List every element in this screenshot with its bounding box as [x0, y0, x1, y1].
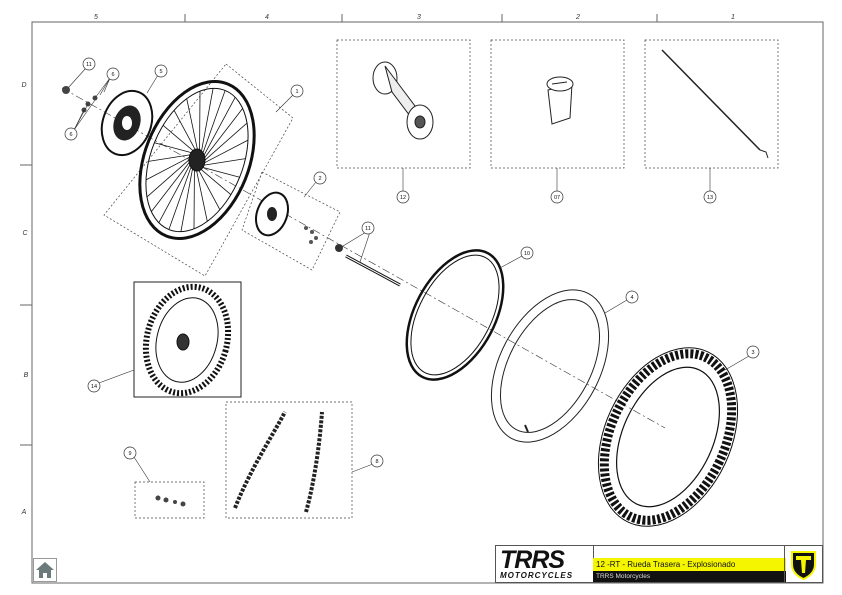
trrs-logo: TRRS MOTORCYCLES: [496, 546, 594, 582]
spoke-nipple: [546, 76, 574, 125]
wheel-spoke: [145, 156, 191, 181]
detail-box-chain: [225, 401, 353, 519]
rear-wheel: [138, 80, 256, 240]
callout-number: 12: [400, 195, 406, 201]
callout-number: 2: [318, 176, 321, 182]
home-button[interactable]: [33, 558, 57, 582]
callout-number: 4: [630, 295, 633, 301]
chain: [233, 411, 324, 513]
detail-box-wheel: [103, 63, 294, 277]
callout-circle: [123, 446, 137, 460]
wheel-spoke: [186, 98, 199, 152]
leader-lines: [67, 67, 750, 483]
drawing-title: 12 -RT - Rueda Trasera - Explosionado: [593, 558, 786, 571]
wheel-spoke: [202, 158, 246, 166]
callout-circle: [703, 190, 717, 204]
detail-box-assembled-wheel: [133, 281, 242, 398]
callout-number: 13: [707, 195, 713, 201]
column-label: 3: [417, 14, 421, 21]
grid-ticks: [20, 14, 658, 446]
callout-number: 3: [751, 350, 754, 356]
detail-box-spoke: [644, 39, 779, 169]
callout-circle: [396, 190, 410, 204]
sheet-border: [31, 21, 824, 584]
callout-circle: [550, 190, 564, 204]
inner-tube: [490, 289, 610, 443]
callout-circle: [520, 246, 534, 260]
axle: [335, 244, 401, 287]
sprocket: [100, 89, 154, 157]
title-block: TRRS MOTORCYCLES 12 -RT - Rueda Trasera …: [495, 545, 823, 583]
wheel-spoke: [154, 142, 193, 154]
wheel-spoke: [202, 90, 226, 155]
callout-circle: [64, 127, 78, 141]
wheel-spoke: [200, 88, 214, 153]
bolts: [304, 226, 318, 244]
wheel-spoke: [203, 139, 249, 164]
wheel-spoke: [168, 165, 192, 230]
wheel-spoke: [162, 125, 195, 153]
callout-number: 9: [128, 451, 131, 457]
logo-sub-text: MOTORCYCLES: [500, 571, 574, 580]
wheel-spoke: [199, 167, 232, 195]
callout-circle: [106, 67, 120, 81]
detail-box-hub: [336, 39, 471, 169]
row-label: A: [21, 509, 27, 516]
callout-number: 11: [86, 62, 92, 68]
detail-box-nipple: [490, 39, 625, 169]
callout-circle: [625, 290, 639, 304]
callout-number: 6: [111, 72, 114, 78]
hub: [372, 61, 434, 140]
column-label: 2: [575, 14, 580, 21]
wheel-spoke: [197, 168, 221, 210]
callout-circle: [313, 171, 327, 185]
callout-number: 1: [295, 89, 298, 95]
wheel-spoke: [201, 166, 240, 178]
callout-circle: [87, 379, 101, 393]
callout-circle: [370, 454, 384, 468]
wheel-spoke: [148, 154, 192, 162]
wheel-spoke: [203, 97, 236, 157]
callout-number: 5: [159, 69, 162, 75]
wheel-spoke: [203, 108, 243, 159]
wheel-spoke: [173, 110, 197, 152]
callout-circle: [361, 221, 375, 235]
wheel-spoke: [151, 161, 191, 212]
column-label: 1: [731, 14, 735, 21]
assembled-wheel: [142, 283, 232, 397]
trrs-shield-icon: [784, 546, 822, 582]
callout-number: 10: [524, 251, 530, 257]
callout-number: 8: [375, 459, 378, 465]
brake-disc: [255, 191, 289, 237]
column-label: 4: [265, 14, 269, 21]
callout-number: 11: [365, 226, 371, 232]
row-label: B: [24, 372, 29, 379]
callout-circle: [154, 64, 168, 78]
detail-box-valve: [134, 481, 205, 519]
row-label: D: [21, 82, 26, 89]
callout-circle: [746, 345, 760, 359]
wheel-spoke: [158, 163, 191, 223]
spoke: [661, 49, 769, 159]
home-icon: [36, 562, 54, 578]
wheel-spoke: [146, 158, 191, 198]
logo-main-text: TRRS: [500, 546, 565, 574]
nuts: [62, 86, 98, 113]
callout-number: 07: [554, 195, 560, 201]
rim: [405, 249, 505, 381]
wheel-spoke: [195, 168, 208, 222]
callout-circle: [290, 84, 304, 98]
wheel-spoke: [203, 122, 248, 162]
column-label: 5: [94, 14, 98, 21]
wheel-spoke: [180, 167, 194, 232]
callout-circle: [82, 57, 96, 71]
valve-parts: [155, 495, 186, 507]
callout-number: 14: [91, 384, 97, 390]
callout-number: 6: [69, 132, 72, 138]
detail-box-brake: [241, 171, 341, 271]
assembly-axis: [61, 87, 666, 429]
row-label: C: [22, 230, 28, 237]
drawing-subtitle: TRRS Motorcycles: [593, 571, 786, 582]
tyre: [597, 347, 739, 527]
